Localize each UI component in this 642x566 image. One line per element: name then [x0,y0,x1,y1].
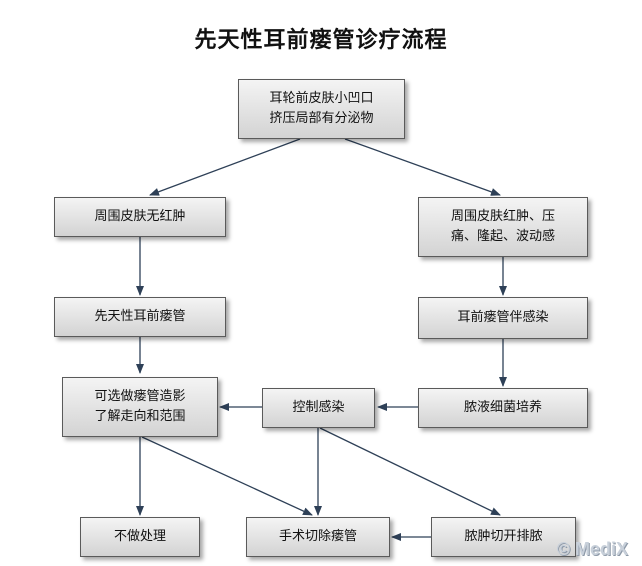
node-start: 耳轮前皮肤小凹口 挤压局部有分泌物 [238,79,405,139]
arrow-start-to-no-inflammation [149,138,301,196]
node-control-infection: 控制感染 [262,388,375,428]
node-no-inflammation: 周围皮肤无红肿 [54,197,226,237]
watermark-logo: © MediX [556,539,628,559]
arrow-start-to-inflammation [344,138,501,196]
node-no-treatment: 不做处理 [80,517,200,557]
node-surgical-excision: 手术切除瘘管 [246,517,390,557]
node-fistula-infection: 耳前瘘管伴感染 [418,297,588,339]
node-inflammation: 周围皮肤红肿、压 痛、隆起、波动感 [418,197,588,257]
node-pus-culture: 脓液细菌培养 [418,388,588,428]
arrow-control-to-drainage [319,427,501,516]
node-congenital-fistula: 先天性耳前瘘管 [54,297,226,337]
node-optional-imaging: 可选做瘘管造影 了解走向和范围 [62,377,218,437]
arrow-imaging-to-excision [141,436,313,516]
node-incision-drainage: 脓肿切开排脓 [431,517,576,557]
page-title: 先天性耳前瘘管诊疗流程 [194,28,448,53]
